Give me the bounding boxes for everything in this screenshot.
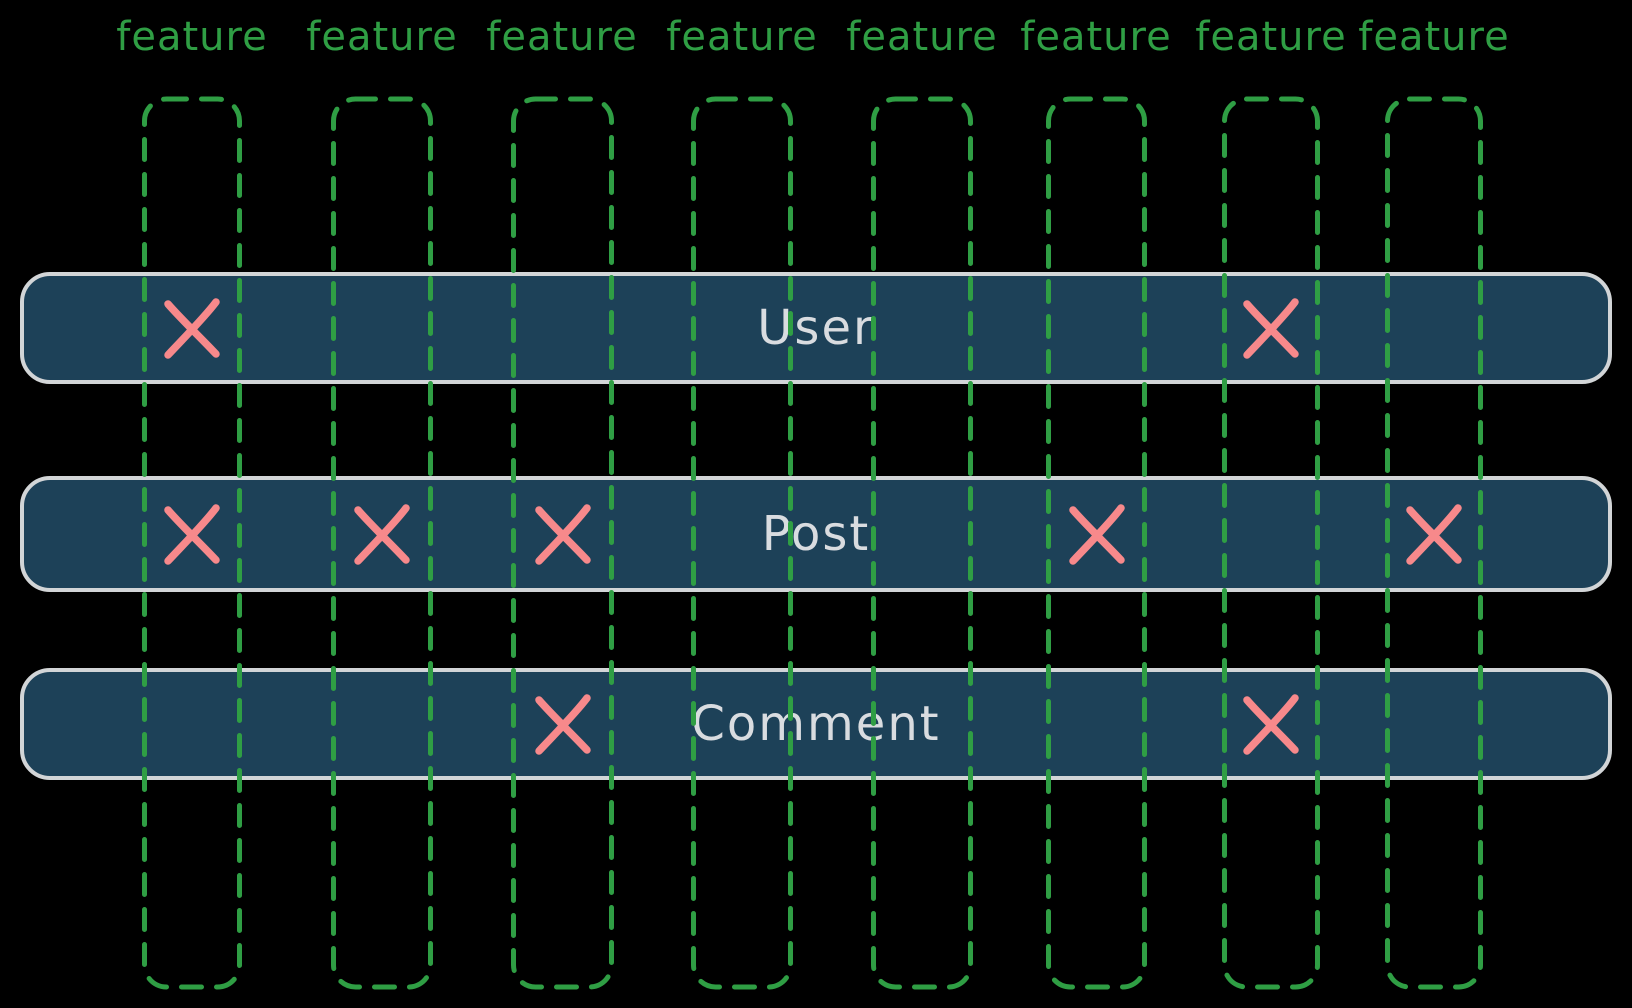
feature-column-label: feature bbox=[116, 14, 268, 60]
feature-column-label: feature bbox=[306, 14, 458, 60]
feature-column-label: feature bbox=[846, 14, 998, 60]
entity-row-label: Post bbox=[761, 506, 871, 562]
entity-row-label: Comment bbox=[691, 696, 941, 752]
entity-row-comment: Comment bbox=[20, 668, 1612, 780]
feature-column-label: feature bbox=[1020, 14, 1172, 60]
feature-column-label: feature bbox=[666, 14, 818, 60]
feature-column-label: feature bbox=[1358, 14, 1510, 60]
entity-row-label: User bbox=[757, 300, 875, 356]
entity-row-post: Post bbox=[20, 476, 1612, 592]
feature-labels-row: feature feature feature feature feature … bbox=[0, 0, 1632, 80]
feature-column-label: feature bbox=[1195, 14, 1347, 60]
feature-column-label: feature bbox=[486, 14, 638, 60]
entity-row-user: User bbox=[20, 272, 1612, 384]
